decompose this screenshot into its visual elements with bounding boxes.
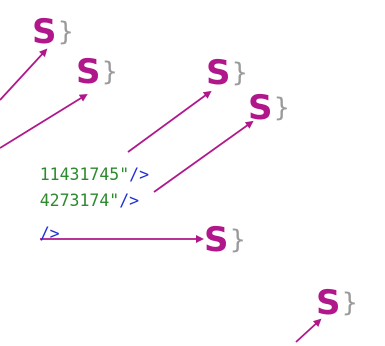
arrow-3 xyxy=(127,90,212,153)
s-marker-6-brace: } xyxy=(341,288,359,318)
s-marker-1-letter: S xyxy=(32,12,57,52)
code-line-1-close: /> xyxy=(129,165,150,184)
arrow-4 xyxy=(153,120,254,193)
s-marker-3-brace: } xyxy=(231,58,249,88)
s-marker-3: S} xyxy=(206,53,248,93)
s-marker-6-letter: S xyxy=(316,283,341,323)
s-marker-4-brace: } xyxy=(273,93,291,123)
s-marker-4-letter: S xyxy=(248,88,273,128)
s-marker-1: S} xyxy=(32,12,74,52)
code-line-3: /> xyxy=(0,204,60,264)
code-line-1-value: 11431745" xyxy=(39,165,130,184)
code-line-1: 11431745"/> xyxy=(0,145,149,205)
arrow-6 xyxy=(295,318,322,343)
s-marker-5-brace: } xyxy=(229,225,247,255)
code-line-2-close: /> xyxy=(119,191,140,210)
arrow-1 xyxy=(0,48,48,101)
s-marker-6: S} xyxy=(316,283,358,323)
s-marker-2-brace: } xyxy=(101,57,119,87)
s-marker-1-brace: } xyxy=(57,17,75,47)
arrow-2 xyxy=(0,93,88,149)
s-marker-2: S} xyxy=(76,52,118,92)
code-line-2-value: 4273174" xyxy=(39,191,120,210)
code-line-3-close: /> xyxy=(39,224,60,243)
s-marker-5: S} xyxy=(204,220,246,260)
code-line-2: 4273174"/> xyxy=(0,171,139,231)
s-marker-3-letter: S xyxy=(206,53,231,93)
s-marker-2-letter: S xyxy=(76,52,101,92)
s-marker-4: S} xyxy=(248,88,290,128)
s-marker-5-letter: S xyxy=(204,220,229,260)
